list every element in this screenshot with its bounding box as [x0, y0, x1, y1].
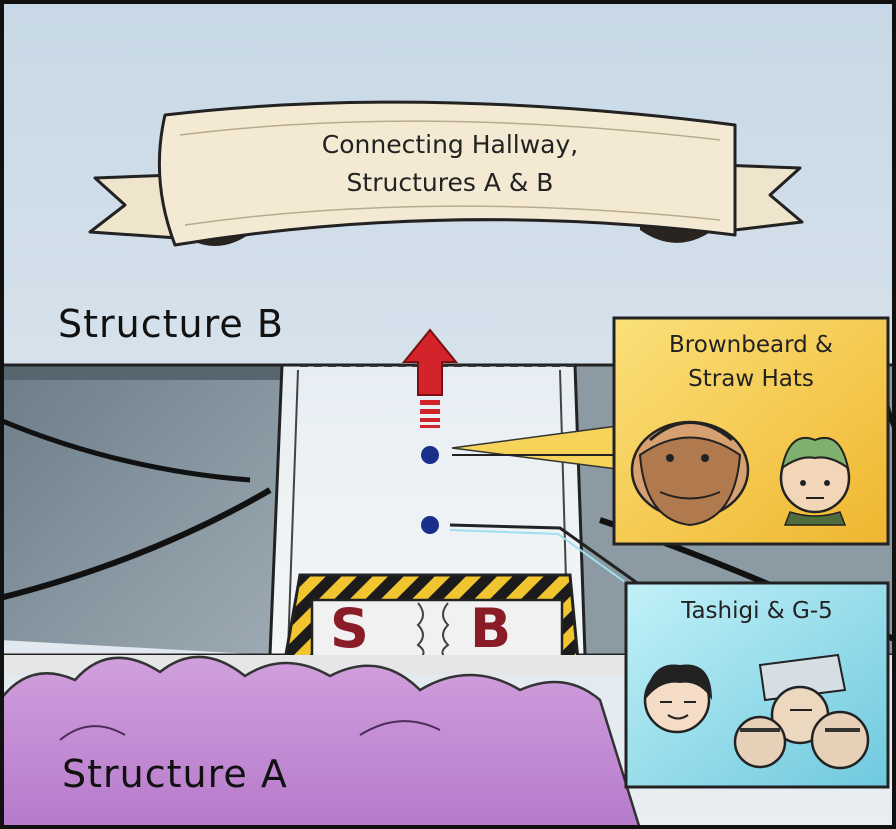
up-arrow — [401, 328, 459, 428]
brownbeard-marker — [421, 446, 439, 464]
tashigi-panel — [624, 581, 890, 789]
structure-b-label: Structure B — [58, 302, 284, 346]
tashigi-marker — [421, 516, 439, 534]
brownbeard-title: Brownbeard & Straw Hats — [614, 328, 888, 408]
ribbon-banner — [88, 100, 804, 247]
tashigi-title: Tashigi & G-5 — [626, 598, 888, 638]
tashigi-pointer — [449, 523, 641, 591]
cloud-layer — [0, 655, 642, 829]
structure-a-label: Structure A — [62, 752, 288, 796]
banner-title-line1: Connecting Hallway, — [321, 130, 579, 159]
banner-title-line2: Structures A & B — [346, 168, 554, 197]
gate-letter-b: B — [470, 597, 514, 660]
zoro-portrait — [779, 437, 851, 526]
brownbeard-title-line2: Straw Hats — [688, 366, 814, 392]
g5-soldiers-portrait — [733, 653, 870, 770]
brownbeard-portrait — [630, 420, 750, 527]
brownbeard-panel — [612, 316, 890, 546]
left-wall — [0, 363, 284, 657]
tashigi-title-text: Tashigi & G-5 — [681, 598, 833, 624]
gate-letter-s: S — [330, 597, 371, 660]
brownbeard-title-line1: Brownbeard & — [669, 332, 833, 358]
gate — [283, 573, 580, 662]
tashigi-portrait — [643, 664, 712, 734]
